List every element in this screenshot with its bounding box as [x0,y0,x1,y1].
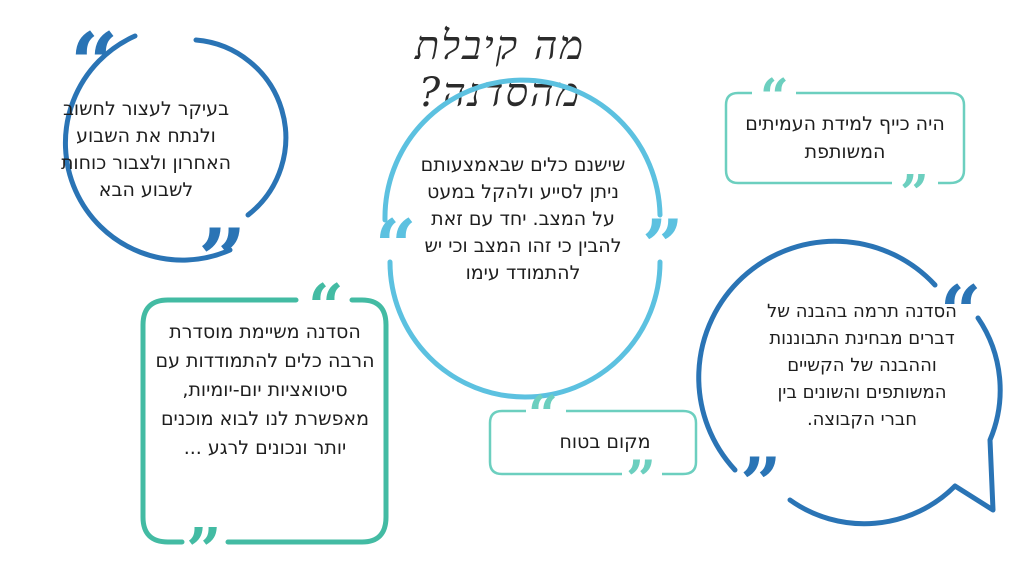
open-quote-icon: “ [528,385,558,446]
quote-tools-text: שישנם כלים שבאמצעותם ניתן לסייע ולהקל במ… [420,154,626,284]
close-quote-icon: ” [198,210,247,309]
quote-fun-text: היה כייף למידת העמיתים המשותפת [745,113,945,163]
open-quote-icon: “ [375,203,417,288]
quote-safe-text: מקום בטוח [559,431,651,453]
close-quote-icon: ” [740,441,782,526]
page-title: מה קיבלת מהסדנה? [414,23,586,116]
quote-rest-text: בעיקר לעצור לחשוב ולנתח את השבוע האחרון … [60,98,232,201]
close-quote-icon: ” [186,514,222,587]
close-quote-icon: ” [900,163,929,222]
bubble-understanding-frame [696,238,938,473]
open-quote-icon: “ [308,270,344,343]
quote-organized-text: הסדנה משיימת מוסדרת הרבה כלים להתמודדות … [155,321,375,459]
bubble-safe-frame [488,409,622,476]
open-quote-icon: “ [940,269,982,354]
open-quote-icon: “ [760,67,789,126]
bubble-fun-frame [724,91,892,185]
bubble-organized-frame [140,297,299,545]
close-quote-icon: ” [626,450,656,511]
open-quote-icon: “ [70,14,119,113]
close-quote-icon: ” [642,203,684,288]
bubble-rest-frame [62,33,233,263]
bubble-tools-frame [382,77,663,223]
quote-understanding-text: הסדנה תרמה בהבנה של דברים מבחינת התבוננו… [767,301,957,430]
